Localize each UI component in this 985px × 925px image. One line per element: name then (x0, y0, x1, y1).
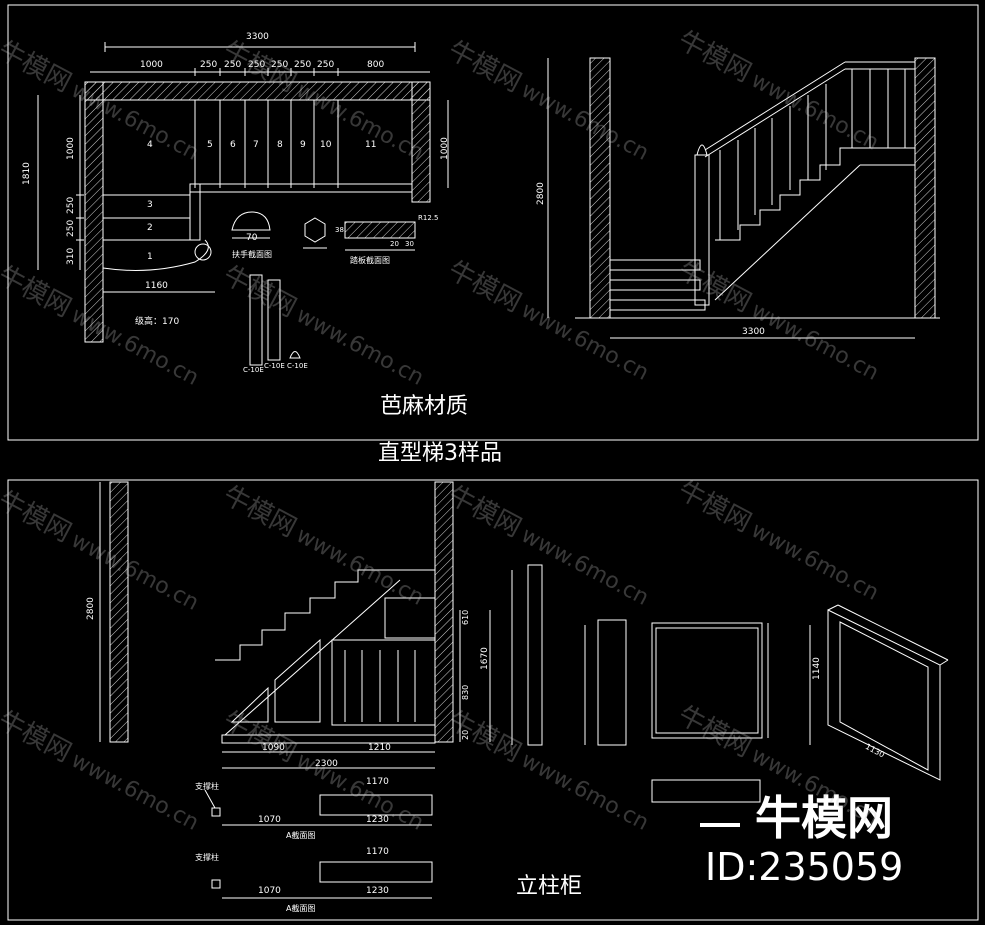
caption-column-cabinet: 立柱柜 (516, 874, 583, 899)
post-label-3: C-10E (287, 362, 308, 370)
caption-material: 芭麻材质 (380, 394, 469, 419)
plan-seg-2: 250 (200, 60, 218, 70)
step-8: 8 (277, 140, 283, 150)
section-width: 3300 (742, 327, 765, 337)
plan-a-caption: A截面图 (286, 831, 316, 840)
plan-b-top: 1170 (366, 847, 389, 857)
plan-left-height: 1810 (22, 162, 32, 185)
caption-stair-sample: 直型梯3样品 (378, 441, 502, 466)
lower-wall-left (109, 481, 129, 743)
plan-left-seg-1: 1000 (66, 137, 76, 160)
lower-width-1: 1090 (262, 743, 285, 753)
plan-left-seg-2: 250 (66, 196, 76, 214)
handrail-note: 扶手截面图 (232, 250, 272, 259)
post-label-1: C-10E (243, 366, 264, 374)
lower-right-h-2: 1670 (480, 647, 490, 670)
plan-seg-5: 250 (271, 60, 289, 70)
brand-id: ID:235059 (705, 845, 904, 889)
tread-note: 踏板截面图 (350, 256, 390, 265)
step-4: 4 (147, 140, 153, 150)
plan-seg-7: 250 (317, 60, 335, 70)
plan-b-caption: A截面图 (286, 904, 316, 913)
plan-a-top: 1170 (366, 777, 389, 787)
plan-seg-1: 1000 (140, 60, 163, 70)
plan-wall-right (411, 81, 431, 203)
plan-wall-left (84, 81, 104, 343)
plan-left-seg-3: 250 (66, 219, 76, 237)
section-view (547, 57, 940, 339)
plan-bottom-width: 1160 (145, 281, 168, 291)
step-3: 3 (147, 200, 153, 210)
section-wall-left (589, 57, 611, 319)
tread-dim-2: 20 (390, 240, 399, 248)
plan-a-left: 1070 (258, 815, 281, 825)
step-2: 2 (147, 223, 153, 233)
support-label-2: 支撑柱 (195, 853, 219, 862)
cabinet-details (511, 564, 949, 803)
tread-dim-3: 30 (405, 240, 414, 248)
step-9: 9 (300, 140, 306, 150)
lower-width-2: 1210 (368, 743, 391, 753)
plan-right-height: 1000 (440, 137, 450, 160)
step-11: 11 (365, 140, 377, 150)
tread-callout: R12.5 (418, 214, 439, 222)
plan-total-width: 3300 (246, 32, 269, 42)
lower-height: 2800 (86, 597, 96, 620)
plan-seg-8: 800 (367, 60, 385, 70)
plan-seg-6: 250 (294, 60, 312, 70)
top-panel-frame (7, 4, 979, 441)
plan-view (37, 42, 449, 366)
section-height: 2800 (536, 182, 546, 205)
lower-right-h-1: 610 (461, 609, 470, 625)
step-7: 7 (253, 140, 259, 150)
step-6: 6 (230, 140, 236, 150)
lower-elevation (99, 481, 491, 899)
step-1: 1 (147, 252, 153, 262)
cabinet-height: 1140 (812, 657, 822, 680)
section-wall-right (914, 57, 936, 319)
tread-dim-1: 38 (335, 226, 344, 234)
plan-wall-top (84, 81, 431, 101)
step-5: 5 (207, 140, 213, 150)
plan-seg-3: 250 (224, 60, 242, 70)
plan-left-seg-4: 310 (66, 247, 76, 265)
plan-seg-4: 250 (248, 60, 266, 70)
handrail-width: 70 (246, 233, 258, 243)
bottom-panel-frame (7, 479, 979, 921)
plan-a-right: 1230 (366, 815, 389, 825)
step-10: 10 (320, 140, 332, 150)
lower-wall-right (434, 481, 454, 743)
lower-total: 2300 (315, 759, 338, 769)
brand-name: 牛模网 (755, 791, 893, 845)
plan-b-right: 1230 (366, 886, 389, 896)
lower-right-h-4: 20 (461, 729, 470, 740)
cabinet-3d-outline (827, 609, 941, 781)
support-label-1: 支撑柱 (195, 782, 219, 791)
step-height-note: 级高：170 (135, 317, 180, 327)
plan-b-left: 1070 (258, 886, 281, 896)
lower-right-h-3: 830 (461, 684, 470, 700)
post-label-2: C-10E (264, 362, 285, 370)
